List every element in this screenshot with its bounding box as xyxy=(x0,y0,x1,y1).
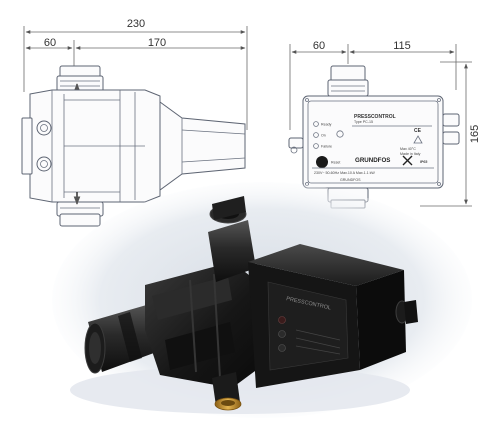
photo-left-fitting xyxy=(84,304,162,374)
brand-x-icon xyxy=(402,155,413,166)
dim-overall-length-label: 230 xyxy=(127,18,145,30)
side-tapered-cover xyxy=(159,101,246,191)
dimension-side-width: 60 xyxy=(25,37,75,70)
dim-front-depth-label: 115 xyxy=(393,40,411,52)
dim-body-length-label: 170 xyxy=(148,37,166,49)
photo-top-fitting xyxy=(208,196,256,282)
side-bottom-fitting xyxy=(56,192,104,227)
front-cable-glands xyxy=(288,113,460,154)
ip-rating: IP65 xyxy=(420,160,427,164)
panel-line-2: Max 40°C xyxy=(400,147,416,151)
lamp-failure-label: Failure xyxy=(321,145,332,149)
dim-side-width-label: 60 xyxy=(44,37,56,49)
dim-height-label: 165 xyxy=(469,125,481,143)
dimension-height: 165 xyxy=(420,61,481,207)
lamp-on-label: On xyxy=(321,134,326,138)
dimension-front-width: 60 xyxy=(289,40,349,130)
photo-brass-outlet xyxy=(212,372,242,411)
front-panel: Ready On Failure Reset PRESSCONTROL Type… xyxy=(302,95,444,189)
side-view: 230 60 170 xyxy=(21,18,248,227)
ready-lamp-icon xyxy=(313,121,319,127)
panel-line-3: Made in Italy xyxy=(400,152,421,156)
product-photo: PRESSCONTROL xyxy=(52,182,472,418)
panel-bottom-note: GRUNDFOS xyxy=(340,178,361,182)
dimension-front-depth: 115 xyxy=(349,40,457,90)
reset-label: Reset xyxy=(331,161,340,165)
warning-icon xyxy=(413,135,423,144)
panel-product-title: PRESSCONTROL xyxy=(354,114,396,120)
photo-control-box: PRESSCONTROL xyxy=(248,244,418,388)
dimension-overall-length: 230 xyxy=(23,18,248,130)
panel-model-label: Type PC-15 xyxy=(354,120,373,124)
front-top-connection xyxy=(327,65,369,97)
on-lamp-icon xyxy=(313,132,319,138)
side-main-body xyxy=(21,89,161,203)
ce-mark: CE xyxy=(414,128,422,134)
failure-lamp-icon xyxy=(313,143,319,149)
reset-button[interactable] xyxy=(316,156,328,168)
lamp-ready-label: Ready xyxy=(321,123,332,127)
dim-front-width-label: 60 xyxy=(313,40,325,52)
photo-valve-body xyxy=(145,262,270,388)
power-spec: 230V~ 50-60Hz Max.10 A Max.1.1 kW xyxy=(314,171,375,175)
front-view: 60 115 165 xyxy=(288,40,481,209)
dimension-body-length: 170 xyxy=(75,37,246,50)
brand-logo-text: GRUNDFOS xyxy=(355,157,390,164)
